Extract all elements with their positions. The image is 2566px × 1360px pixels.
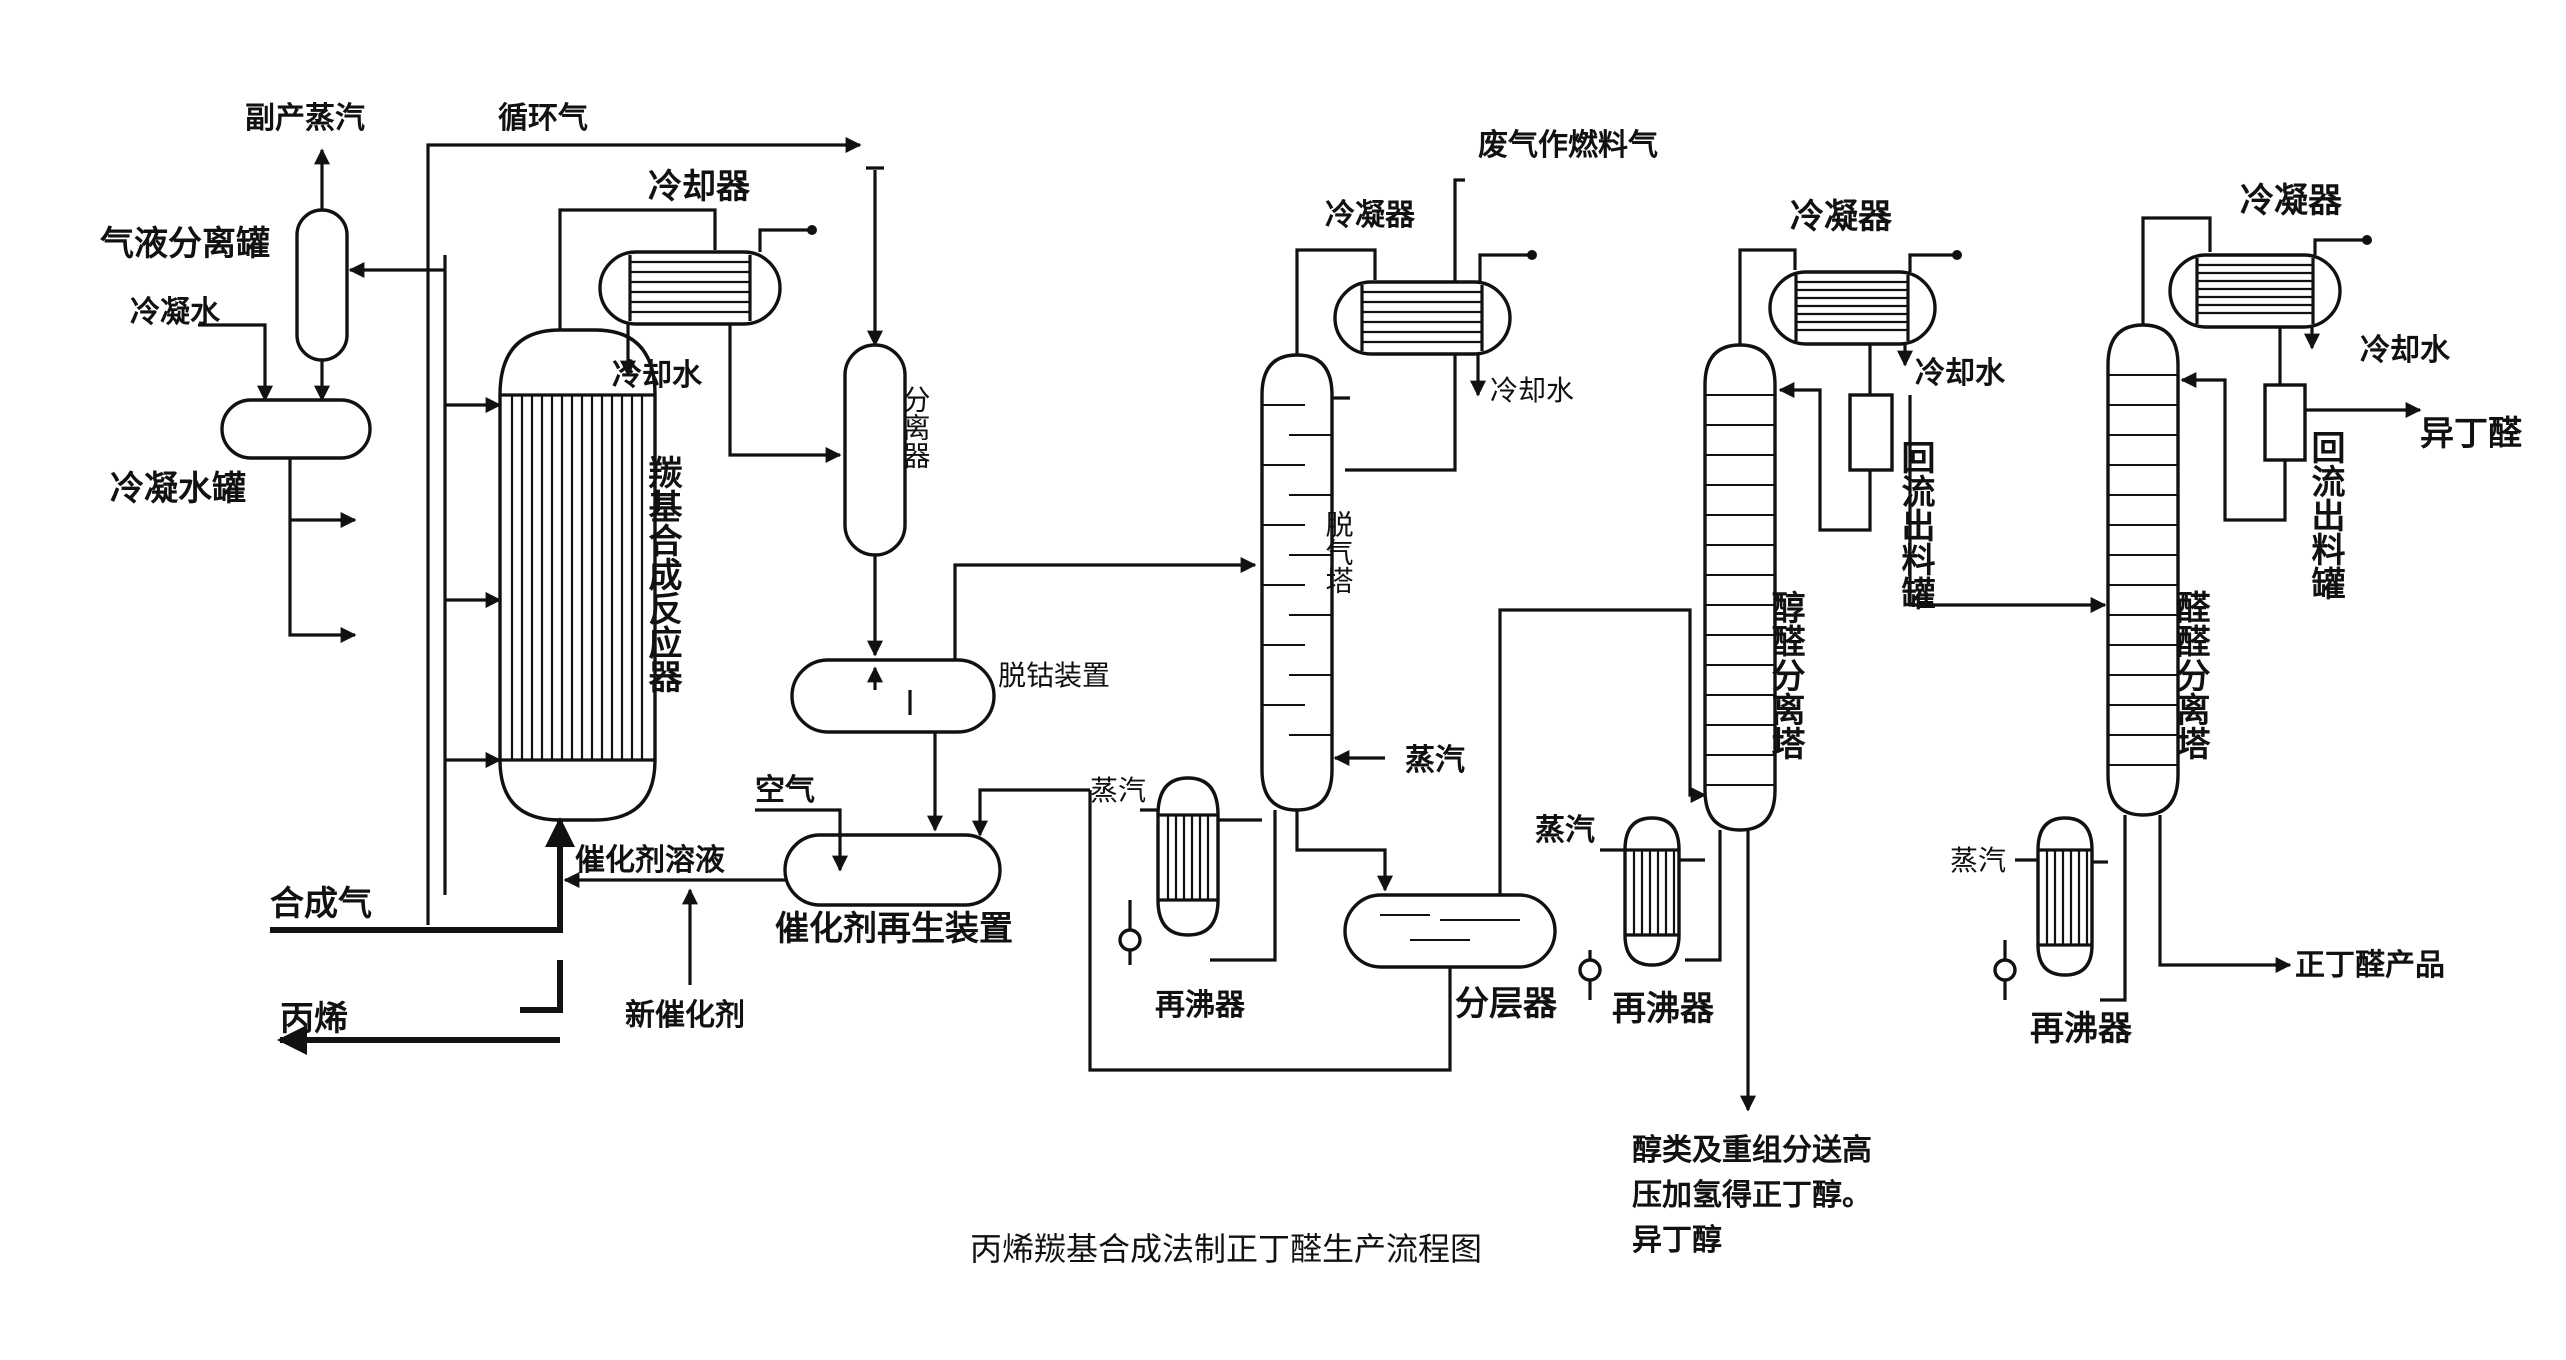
label-propylene: 丙烯	[280, 999, 348, 1039]
catalyst-regen-vessel	[783, 833, 1002, 907]
label-steam-2: 蒸汽	[1090, 774, 1146, 807]
label-reactor: 羰基合成反应器	[642, 455, 682, 693]
label-catalyst-solution: 催化剂溶液	[575, 843, 725, 878]
condenser-2-tubes	[1360, 285, 1484, 351]
label-alcohol-aldehyde-tower: 醇醛分离塔	[1765, 590, 1805, 760]
diagram-labels: 副产蒸汽 循环气 气液分离罐 冷凝水 冷凝水罐 冷却器 冷却水 羰基合成反应器 …	[99, 101, 2522, 1268]
condenser-3-tubes	[1794, 275, 1910, 341]
reflux-tank-3-vessel	[1848, 393, 1894, 472]
reboiler-1-tubes	[1158, 813, 1218, 902]
label-decobalt-unit: 脱钴装置	[998, 659, 1110, 692]
label-reflux-tank-3: 回流出料罐	[1895, 440, 1935, 610]
label-syngas: 合成气	[270, 884, 372, 924]
condenser-4-tubes	[2195, 258, 2315, 324]
label-reboiler-3: 再沸器	[2030, 1009, 2133, 1049]
label-heavy-products-2: 压加氢得正丁醇。	[1632, 1178, 1872, 1213]
label-recycle-gas: 循环气	[498, 101, 588, 136]
label-reflux-tank-4: 回流出料罐	[2305, 430, 2345, 600]
label-cooling-water-1: 冷却水	[612, 358, 703, 393]
degassing-tower-vessel	[1260, 353, 1334, 812]
layer-separator-vessel	[1343, 893, 1557, 969]
reboiler-3-tubes	[2038, 848, 2092, 947]
alcohol-aldehyde-section	[1578, 248, 2107, 1112]
label-condensate-tank: 冷凝水罐	[110, 469, 246, 509]
cooler-1-vessel	[598, 250, 782, 326]
label-steam-1: 蒸汽	[1405, 743, 1465, 778]
degassing-tower-trays	[1262, 404, 1332, 736]
label-layer-separator: 分层器	[1455, 984, 1558, 1024]
degassing-section	[1088, 178, 1707, 1072]
alcohol-aldehyde-tower-trays	[1705, 394, 1775, 786]
aldehyde-section	[1993, 216, 2422, 1002]
label-condenser-4: 冷凝器	[2240, 181, 2343, 221]
label-byproduct-steam: 副产蒸汽	[245, 101, 365, 136]
label-condenser-3: 冷凝器	[1790, 197, 1893, 237]
aldehyde-tower-trays	[2108, 374, 2178, 766]
label-catalyst-regen: 催化剂再生装置	[775, 909, 1013, 949]
reactor-tubes	[510, 395, 644, 760]
label-reboiler-2: 再沸器	[1612, 989, 1715, 1029]
label-cooling-water-4: 冷却水	[2360, 333, 2451, 368]
label-heavy-products-1: 醇类及重组分送高	[1632, 1133, 1872, 1168]
cooler-1-tubes	[628, 255, 752, 321]
label-cooler-1: 冷却器	[648, 167, 751, 207]
label-isobutyraldehyde: 异丁醛	[2420, 414, 2522, 454]
label-aldehyde-tower: 醛醛分离塔	[2170, 590, 2210, 760]
label-waste-gas-fuel: 废气作燃料气	[1478, 128, 1658, 163]
alcohol-aldehyde-tower-vessel	[1703, 343, 1777, 832]
label-fresh-catalyst: 新催化剂	[625, 998, 745, 1033]
label-heavy-products-3: 异丁醇	[1632, 1223, 1722, 1258]
label-separator: 分离器	[899, 385, 932, 469]
gas-liquid-separator-vessel	[295, 208, 349, 362]
label-condensate-water-in: 冷凝水	[130, 295, 221, 330]
diagram-caption: 丙烯羰基合成法制正丁醛生产流程图	[970, 1230, 1482, 1268]
label-steam-3: 蒸汽	[1535, 813, 1595, 848]
separator-vessel	[843, 343, 907, 557]
catalyst-section	[563, 557, 1257, 985]
label-reboiler-1: 再沸器	[1155, 988, 1246, 1023]
aldehyde-tower-vessel	[2106, 323, 2180, 817]
label-condenser-2: 冷凝器	[1325, 198, 1416, 233]
label-cooling-water-3: 冷却水	[1915, 356, 2006, 391]
label-n-butyraldehyde-product: 正丁醛产品	[2295, 948, 2445, 983]
label-steam-4: 蒸汽	[1950, 844, 2006, 877]
condensate-tank-vessel	[220, 398, 372, 460]
reactor-section	[198, 137, 907, 1055]
condenser-2-vessel	[1333, 280, 1512, 356]
label-cooling-water-2: 冷却水	[1490, 374, 1574, 407]
decobalt-vessel	[790, 658, 996, 734]
label-air: 空气	[755, 773, 815, 808]
label-degassing-tower: 脱气塔	[1322, 510, 1355, 594]
label-gas-liquid-separator: 气液分离罐	[99, 224, 270, 264]
reboiler-2-tubes	[1625, 848, 1679, 937]
reflux-tank-4-vessel	[2263, 383, 2307, 462]
